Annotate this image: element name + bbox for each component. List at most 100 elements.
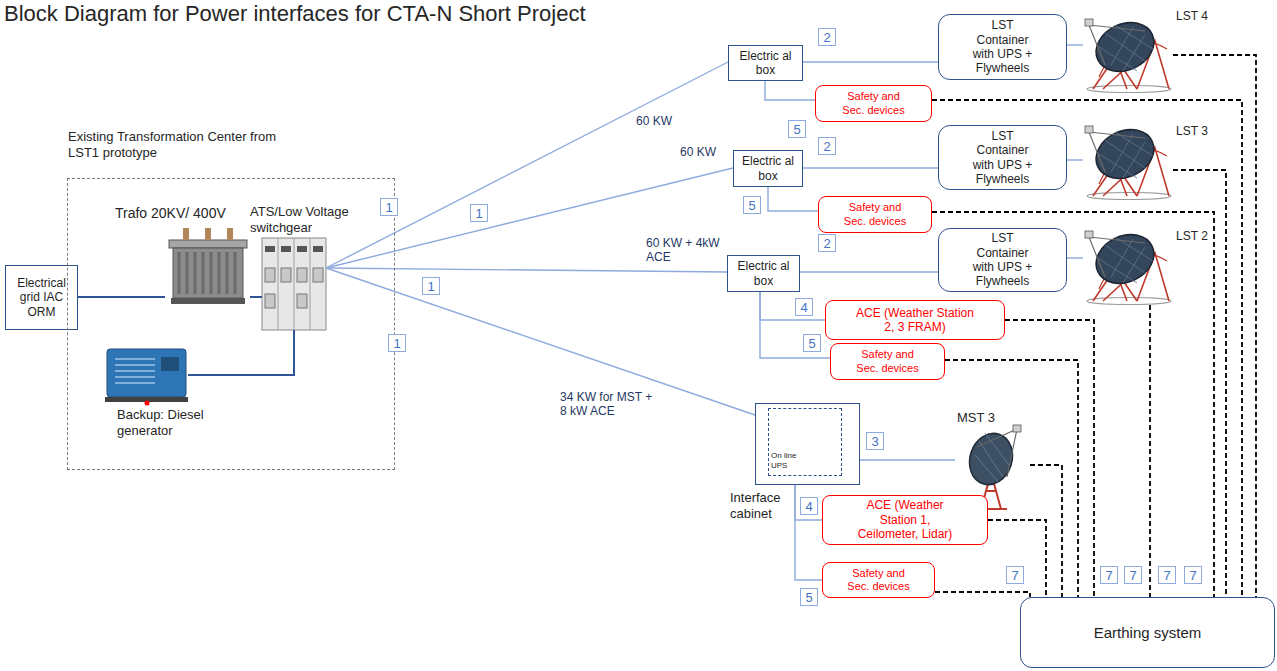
edge-label-box: 60 KW [636,114,696,128]
callout-number: 2 [823,237,830,250]
container-box: LST Container with UPS + Flywheels [938,14,1067,80]
edge-label: 60 KW [636,114,696,128]
node-label: ACE (Weather Station 2, 3 FRAM) [856,306,974,335]
edge-label: 60 KW [680,145,740,159]
ups-box: On line UPS [768,408,842,476]
node-label: Electric al box [738,259,790,288]
node-label: Safety and Sec. devices [839,201,911,227]
callout-box: 7 [1100,566,1118,584]
callout-box: 1 [422,277,440,295]
earthing-line [988,520,1046,597]
title-box: Block Diagram for Power interfaces for C… [4,1,586,27]
node-label: Trafo 20KV/ 400V [115,205,265,222]
earthing-line [1173,170,1226,597]
callout-number: 5 [805,591,812,604]
switchgear-picture [262,238,326,330]
diesel-generator-picture [145,401,150,406]
edge-label-box: 34 KW for MST + 8 kW ACE [560,390,658,419]
callout-number: 3 [871,435,878,448]
earthing-box: Earthing system [1020,597,1275,668]
safety-box: Safety and Sec. devices [815,85,932,122]
callout-box: 7 [1124,566,1142,584]
callout-box: 5 [800,588,818,606]
switchgear-picture [313,268,323,282]
transformer-picture [179,252,235,294]
earthing-line [945,360,1078,597]
switchgear-picture [313,246,323,252]
node-label: LST Container with UPS + Flywheels [967,129,1039,187]
supply-line [188,330,294,375]
transformer-picture [169,228,247,304]
callout-box: 2 [818,137,836,155]
callout-box: 3 [866,432,884,450]
callout-number: 5 [793,123,800,136]
power-line [326,268,755,415]
switchgear-picture [262,238,326,330]
switchgear-picture [265,268,275,282]
callout-box: 4 [795,298,813,316]
telescope: LST 3 [1083,122,1173,200]
earthing-line [935,592,1030,597]
diesel-generator-picture [115,359,155,383]
callout-box: 1 [470,204,488,222]
power-line [803,61,938,62]
power-line [795,485,822,580]
diesel-generator: Backup: Diesel generator [105,345,188,405]
power-line [795,485,822,520]
edge-label: 34 KW for MST + 8 kW ACE [560,390,658,419]
transformer-picture [171,298,245,304]
callout-box: 7 [1006,566,1024,584]
callout-box: 7 [1184,566,1202,584]
callout-number: 1 [475,207,482,220]
power-line [1067,257,1083,258]
switchgear-picture [297,268,307,282]
node-label: Backup: Diesel generator [117,407,212,438]
diesel-generator-picture [107,349,186,397]
power-line [326,62,728,268]
electrical-box: Electric al box [733,150,803,187]
callout-box: 7 [1158,566,1176,584]
node-label: MST 3 [957,410,1007,426]
switchgear: ATS/Low Voltage switchgear [262,238,326,330]
callout-box: 5 [743,196,761,214]
power-line [326,168,733,268]
callout-box: 4 [800,497,818,515]
node-label: Existing Transformation Center from LST1… [68,129,308,160]
node-label: Interface cabinet [730,490,790,521]
power-line [860,459,955,460]
node-label: Safety and Sec. devices [843,567,915,593]
switchgear-picture [278,238,310,330]
power-line [765,81,815,100]
callout-number: 7 [1189,569,1196,582]
switchgear-picture [297,294,307,308]
power-line [803,167,938,168]
edge-label-box: 60 KW + 4kW ACE [646,236,724,265]
node-label: Electric al box [742,154,794,183]
transformer-picture [183,228,189,240]
node-label: LST Container with UPS + Flywheels [967,231,1039,289]
lst-telescope-picture [1085,225,1171,304]
node-label: Safety and Sec. devices [838,90,910,116]
power-line [768,187,818,211]
callout-number: 7 [1105,569,1112,582]
substation-region: Existing Transformation Center from LST1… [67,178,395,470]
edge-label-box: 60 KW [680,145,740,159]
callout-box: 2 [818,234,836,252]
transformer-picture [227,228,233,240]
callout-number: 5 [808,337,815,350]
earthing-line [1005,320,1094,597]
callout-number: 1 [393,337,400,350]
callout-number: 2 [823,140,830,153]
power-line [760,292,825,320]
power-line [1067,159,1083,160]
callout-number: 1 [427,280,434,293]
diagram-title: Block Diagram for Power interfaces for C… [4,1,586,27]
node-label: LST 3 [1176,124,1216,138]
container-box: LST Container with UPS + Flywheels [938,125,1067,190]
electrical-box: Electric al box [727,255,800,292]
interface-cabinet: Interface cabinetOn line UPS [755,403,860,485]
callout-number: 7 [1129,569,1136,582]
callout-number: 7 [1011,569,1018,582]
callout-number: 1 [385,201,392,214]
